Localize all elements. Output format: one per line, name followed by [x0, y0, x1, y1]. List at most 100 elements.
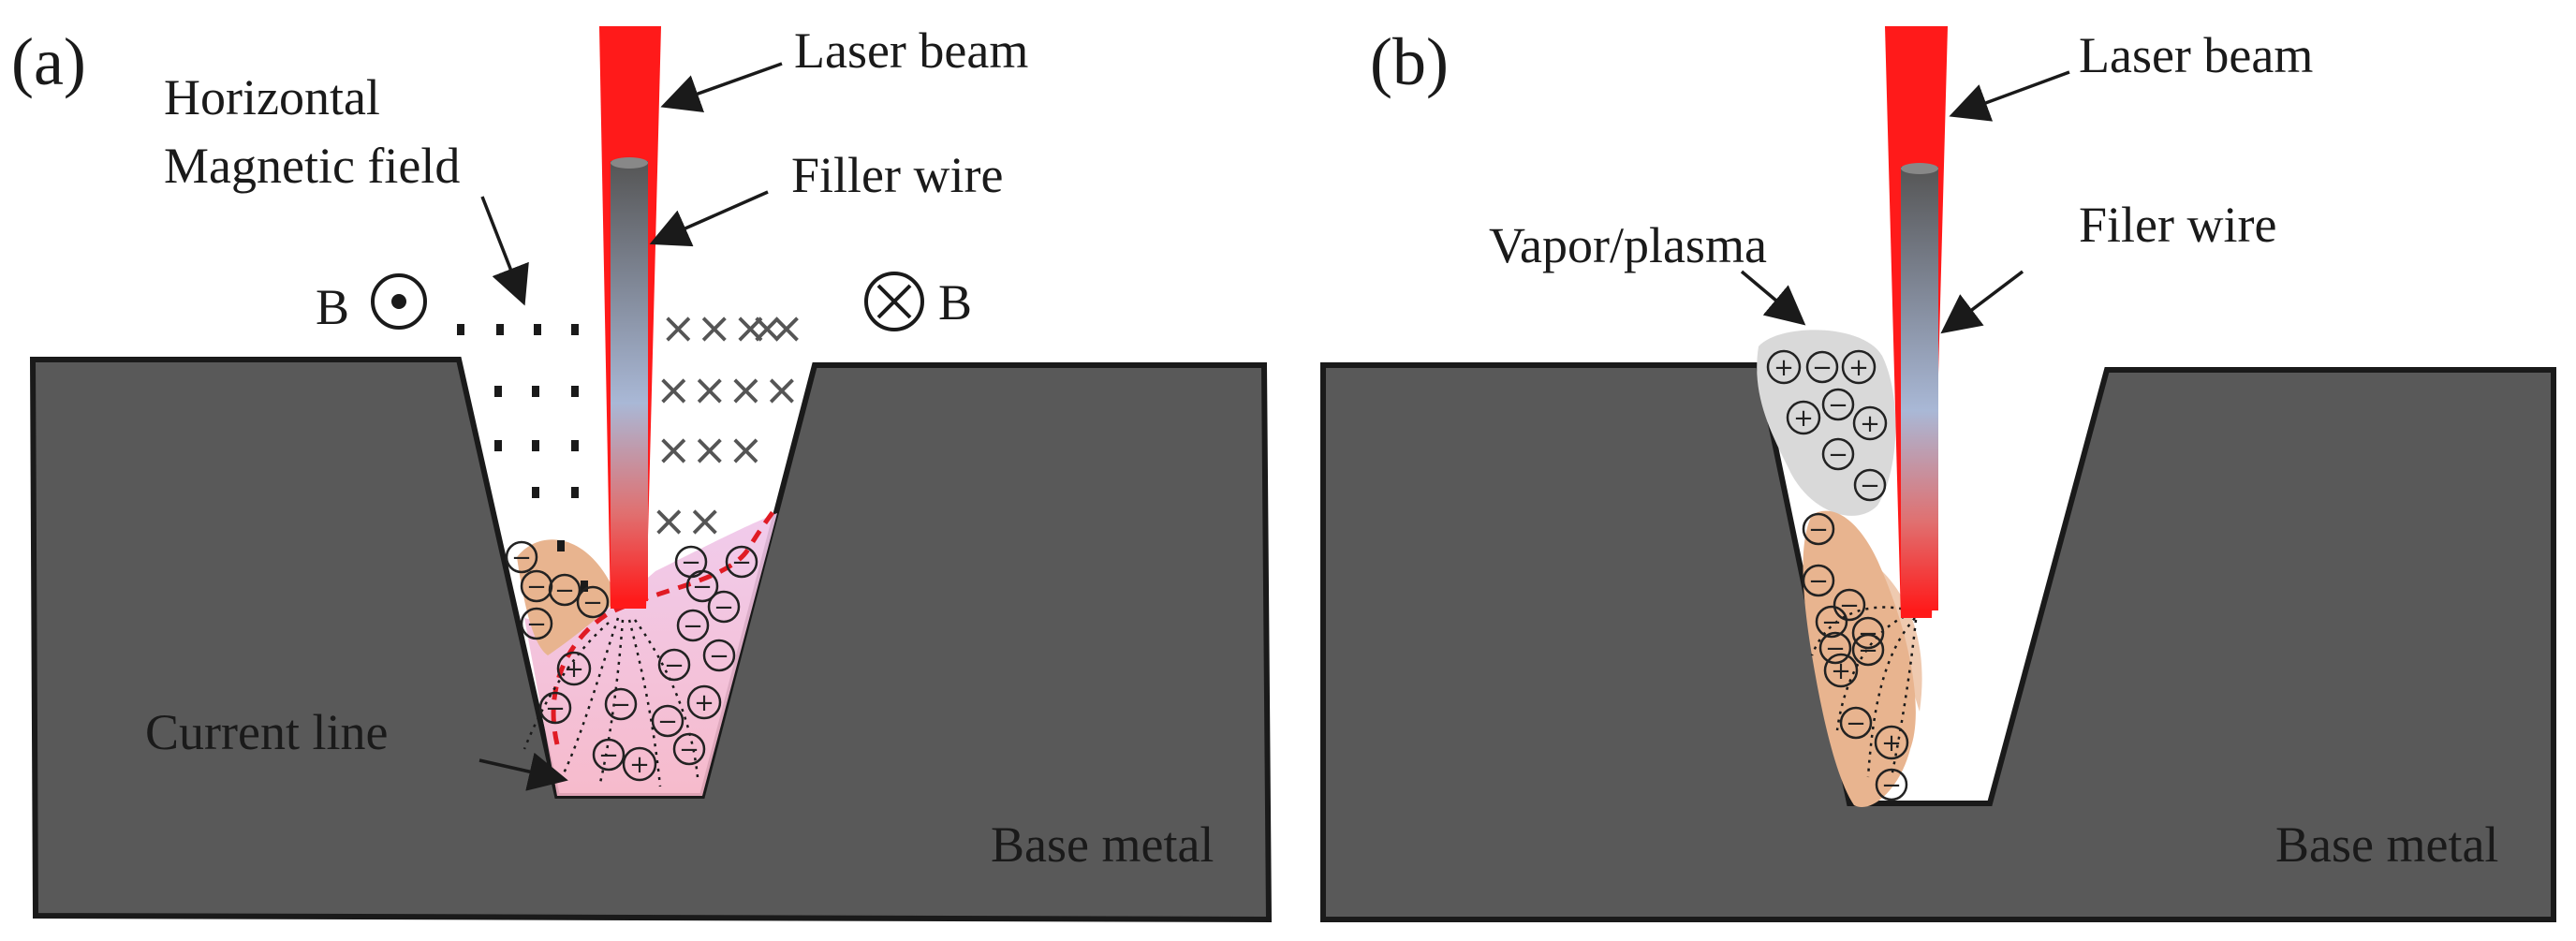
- svg-text:−: −: [1881, 772, 1902, 800]
- svg-text:−: −: [657, 708, 678, 736]
- filler-wire-a: [611, 161, 648, 601]
- neg-ion: −: [1802, 564, 1835, 597]
- svg-text:+: +: [1793, 404, 1814, 433]
- plasma-region-a: [517, 539, 618, 655]
- svg-text:+: +: [629, 751, 650, 779]
- pos-ion: +: [1852, 405, 1888, 441]
- neg-ion: −: [548, 573, 581, 607]
- cross-symbol-icon: [864, 272, 924, 331]
- svg-text:−: −: [714, 594, 734, 622]
- neg-ion: −: [1853, 468, 1887, 502]
- svg-text:−: −: [598, 742, 619, 770]
- svg-text:−: −: [1812, 354, 1833, 382]
- laser-label-a: Laser beam: [794, 22, 1028, 79]
- base-label-a: Base metal: [991, 816, 1214, 873]
- neg-ion: −: [725, 545, 758, 579]
- filler-wire-b: [1901, 167, 1938, 610]
- ions-b: + − + + − + − − − − − − − − + − − + −: [1766, 349, 1909, 801]
- svg-text:+: +: [1881, 729, 1902, 757]
- pos-ion: +: [622, 746, 657, 782]
- neg-ion: −: [1821, 388, 1855, 421]
- svg-text:−: −: [683, 612, 703, 640]
- neg-ion: −: [576, 585, 610, 619]
- pos-ion: +: [1841, 349, 1877, 385]
- wire-label-b: Filer wire: [2079, 197, 2276, 253]
- plume-fade-b: [1882, 571, 1922, 712]
- panel-label-a: (a): [11, 24, 86, 99]
- neg-ion: −: [1815, 605, 1848, 639]
- wire-arrow-a: [649, 190, 769, 247]
- plasma-label-b: Vapor/plasma: [1489, 217, 1767, 273]
- field-label-line2: Magnetic field: [164, 138, 460, 194]
- svg-text:+: +: [564, 655, 584, 684]
- panel-label-b: (b): [1370, 24, 1449, 99]
- neg-ion: −: [604, 687, 638, 721]
- svg-text:−: −: [1846, 710, 1866, 738]
- svg-text:−: −: [664, 652, 684, 680]
- current-label-a: Current line: [145, 704, 388, 760]
- pos-ion: +: [556, 651, 592, 686]
- panel-a: ×××× × ×××× ××× ×× − − − − − + − − − + −…: [11, 22, 1273, 923]
- svg-text:−: −: [1825, 635, 1846, 663]
- svg-text:−: −: [1808, 567, 1829, 595]
- field-label-line1: Horizontal: [164, 69, 380, 125]
- neg-ion: −: [538, 691, 572, 725]
- svg-text:−: −: [709, 642, 729, 670]
- pos-ion: +: [1766, 349, 1802, 385]
- neg-ion: −: [1821, 437, 1855, 471]
- svg-text:+: +: [1774, 354, 1794, 382]
- neg-ion: −: [592, 738, 626, 772]
- svg-text:−: −: [1839, 592, 1860, 620]
- svg-text:−: −: [1828, 391, 1848, 419]
- neg-ion: −: [1839, 706, 1873, 740]
- svg-text:×××: ×××: [655, 424, 764, 475]
- svg-text:+: +: [1848, 354, 1869, 382]
- laser-arrow-a: [660, 62, 783, 112]
- plasma-arrow-b: [1740, 270, 1806, 326]
- base-label-b: Base metal: [2275, 816, 2498, 873]
- field-dots-a: [457, 324, 588, 592]
- field-arrow-a: [480, 196, 529, 306]
- svg-text:−: −: [511, 544, 532, 572]
- pos-ion: +: [1786, 400, 1821, 435]
- base-metal-a: [29, 357, 1273, 923]
- neg-ion: −: [674, 545, 708, 579]
- svg-text:−: −: [582, 589, 603, 617]
- laser-arrow-b: [1949, 70, 2070, 122]
- svg-text:×: ×: [749, 302, 786, 353]
- b-label-left: B: [316, 279, 349, 335]
- neg-ion: −: [1851, 633, 1885, 667]
- neg-ion: −: [1802, 512, 1835, 546]
- neg-ion: −: [651, 704, 684, 738]
- svg-text:+: +: [1831, 657, 1851, 685]
- laser-label-b: Laser beam: [2079, 27, 2313, 83]
- svg-text:−: −: [692, 573, 713, 601]
- neg-ion: −: [676, 609, 710, 642]
- svg-text:−: −: [526, 573, 547, 601]
- panel-b: + − + + − + − − − − − − − − + − − + − (b…: [1320, 24, 2556, 922]
- wire-label-a: Filler wire: [791, 147, 1003, 203]
- neg-ion: −: [1805, 350, 1839, 384]
- neg-ion: −: [1875, 768, 1908, 801]
- melt-pool-a: [524, 513, 777, 796]
- svg-text:−: −: [554, 577, 575, 605]
- svg-text:××××: ××××: [660, 302, 804, 353]
- neg-ion: −: [1818, 631, 1852, 665]
- current-lines-a: [523, 617, 699, 787]
- neg-ion: −: [520, 607, 553, 640]
- svg-text:−: −: [526, 610, 547, 639]
- svg-text:××: ××: [651, 495, 723, 546]
- svg-text:−: −: [545, 695, 566, 723]
- neg-ion: −: [520, 569, 553, 603]
- neg-ion: −: [702, 639, 736, 672]
- pos-ion: +: [1823, 653, 1859, 688]
- current-arrow-a: [478, 752, 568, 791]
- svg-text:−: −: [1808, 516, 1829, 544]
- dot-symbol-icon: [371, 273, 427, 330]
- svg-text:−: −: [681, 549, 701, 577]
- svg-text:−: −: [1821, 609, 1842, 637]
- wire-arrow-b: [1940, 270, 2024, 334]
- neg-ion: −: [707, 590, 741, 624]
- neg-ion: −: [672, 732, 706, 766]
